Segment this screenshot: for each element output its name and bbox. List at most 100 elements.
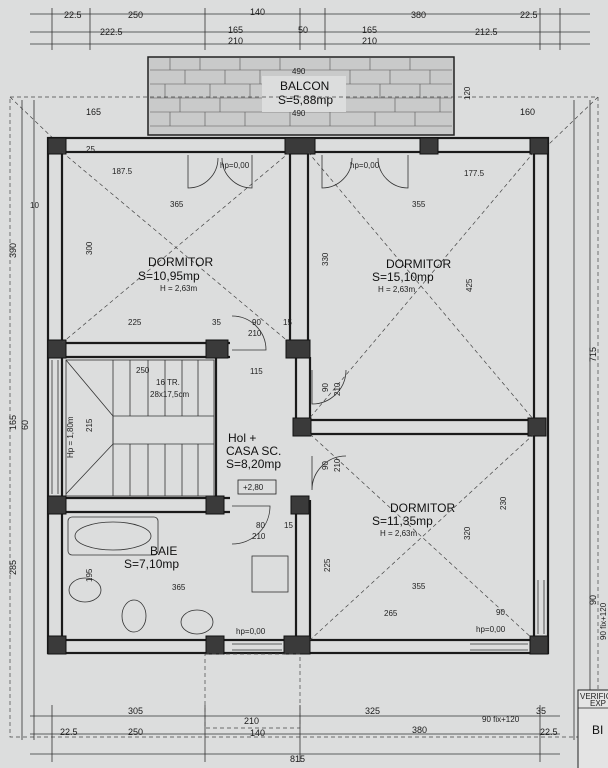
room-labels: DORMITOR S=10,95mp H = 2,63m DORMITOR S=… — [124, 255, 455, 571]
svg-text:22.5: 22.5 — [540, 727, 558, 737]
baie-area: S=7,10mp — [124, 557, 179, 571]
svg-text:187.5: 187.5 — [112, 167, 133, 176]
dormitor2-name: DORMITOR — [386, 257, 451, 271]
roof-overhang-line — [9, 96, 599, 738]
bathtub — [67, 516, 159, 556]
svg-text:210: 210 — [252, 532, 266, 541]
stairs-size: 28x17,5cm — [150, 390, 189, 399]
svg-text:230: 230 — [499, 496, 508, 510]
dim-top-5: 22.5 — [520, 10, 538, 20]
svg-text:115: 115 — [250, 367, 263, 376]
staircase: 16 TR. 28x17,5cm Hp = 1,80m — [65, 359, 215, 497]
svg-text:815: 815 — [290, 754, 305, 764]
level-mark: +2,80 — [243, 483, 264, 492]
svg-text:285: 285 — [8, 560, 18, 575]
svg-text:195: 195 — [85, 568, 94, 582]
svg-text:90: 90 — [588, 595, 598, 605]
interior-dimensions: 187.5 177.5 365 355 300 330 425 225 35 9… — [30, 145, 508, 618]
hp-bottom-left: hp=0,00 — [236, 627, 266, 636]
svg-text:90 fix+120: 90 fix+120 — [482, 715, 520, 724]
dim-top2-3: 50 — [298, 25, 308, 35]
stamp-line2: EXP — [590, 699, 606, 708]
svg-text:250: 250 — [136, 366, 150, 375]
svg-text:355: 355 — [412, 200, 426, 209]
svg-text:210: 210 — [333, 458, 342, 472]
balcon-dim-bottom: 490 — [292, 109, 306, 118]
stamp-line3: BI — [592, 723, 603, 737]
dormitor3-height: H = 2,63m — [380, 529, 417, 538]
svg-text:90: 90 — [321, 383, 330, 392]
svg-text:305: 305 — [128, 706, 143, 716]
svg-text:380: 380 — [412, 725, 427, 735]
dim-top2-4: 165 — [362, 25, 377, 35]
svg-text:210: 210 — [248, 329, 262, 338]
svg-text:35: 35 — [536, 706, 546, 716]
svg-text:250: 250 — [128, 727, 143, 737]
stairs-hp: Hp = 1,80m — [66, 416, 75, 458]
hp-labels: hp=0,00 hp=0,00 hp=0,00 hp=0,00 — [220, 161, 506, 636]
svg-text:355: 355 — [412, 582, 426, 591]
balcon-dim-right: 120 — [463, 86, 472, 100]
dormitor1-area: S=10,95mp — [138, 269, 200, 283]
dim-top2-1: 222.5 — [100, 27, 123, 37]
svg-text:265: 265 — [384, 609, 398, 618]
balcon-dim-top: 490 — [292, 67, 306, 76]
svg-text:15: 15 — [284, 521, 293, 530]
bottom-dimensions: 305 325 35 210 90 fix+120 22.5 250 140 3… — [30, 653, 560, 764]
svg-text:365: 365 — [172, 583, 186, 592]
balcon-name: BALCON — [280, 79, 329, 93]
svg-text:80: 80 — [256, 521, 265, 530]
svg-text:320: 320 — [463, 526, 472, 540]
dim-top3-2: 210 — [362, 36, 377, 46]
hp-bottom-right: hp=0,00 — [476, 625, 506, 634]
svg-text:140: 140 — [250, 728, 265, 738]
svg-text:225: 225 — [128, 318, 142, 327]
left-dimensions: 390 165 60 285 — [8, 100, 35, 740]
baie-name: BAIE — [150, 544, 177, 558]
bidet — [121, 599, 147, 633]
stamp-line1: VERIFIC — [580, 692, 608, 701]
svg-text:390: 390 — [8, 243, 18, 258]
svg-text:165: 165 — [86, 107, 101, 117]
svg-text:160: 160 — [520, 107, 535, 117]
washing-machine — [251, 555, 289, 593]
dim-top2-5: 212.5 — [475, 27, 498, 37]
dormitor3-area: S=11,35mp — [372, 514, 433, 528]
hol-area: S=8,20mp — [226, 457, 281, 471]
dormitor2-height: H = 2,63m — [378, 285, 415, 294]
svg-text:90 fix+120: 90 fix+120 — [599, 602, 608, 640]
hol-name1: Hol + — [228, 431, 256, 445]
top-dimensions: 22.5 250 140 380 22.5 222.5 165 50 165 2… — [30, 7, 590, 50]
svg-text:90: 90 — [496, 608, 505, 617]
dim-top-2: 250 — [128, 10, 143, 20]
sink — [180, 609, 214, 635]
dim-top2-2: 165 — [228, 25, 243, 35]
svg-text:22.5: 22.5 — [60, 727, 78, 737]
windows — [51, 360, 545, 651]
svg-text:365: 365 — [170, 200, 184, 209]
svg-text:90: 90 — [252, 318, 261, 327]
svg-text:177.5: 177.5 — [464, 169, 485, 178]
svg-text:10: 10 — [30, 201, 39, 210]
dim-top-1: 22.5 — [64, 10, 82, 20]
svg-text:15: 15 — [283, 318, 292, 327]
interior-walls — [62, 152, 534, 640]
hol-name2: CASA SC. — [226, 444, 281, 458]
svg-text:225: 225 — [323, 558, 332, 572]
svg-text:325: 325 — [365, 706, 380, 716]
balcon-area: S=5,88mp — [278, 93, 333, 107]
dormitor1-height: H = 2,63m — [160, 284, 197, 293]
balcony: 490 BALCON S=5,88mp 490 120 — [147, 56, 472, 136]
bathroom-fixtures — [67, 516, 289, 635]
doors — [187, 155, 409, 545]
svg-text:210: 210 — [244, 716, 259, 726]
svg-text:715: 715 — [588, 347, 598, 362]
stairs-steps: 16 TR. — [156, 378, 180, 387]
title-stamp: VERIFIC EXP BI — [577, 689, 608, 768]
svg-text:60: 60 — [20, 420, 30, 430]
svg-text:215: 215 — [85, 418, 94, 432]
dormitor2-area: S=15,10mp — [372, 270, 434, 284]
hp-top-left: hp=0,00 — [220, 161, 250, 170]
svg-text:210: 210 — [333, 382, 342, 396]
dim-top-3: 140 — [250, 7, 265, 17]
